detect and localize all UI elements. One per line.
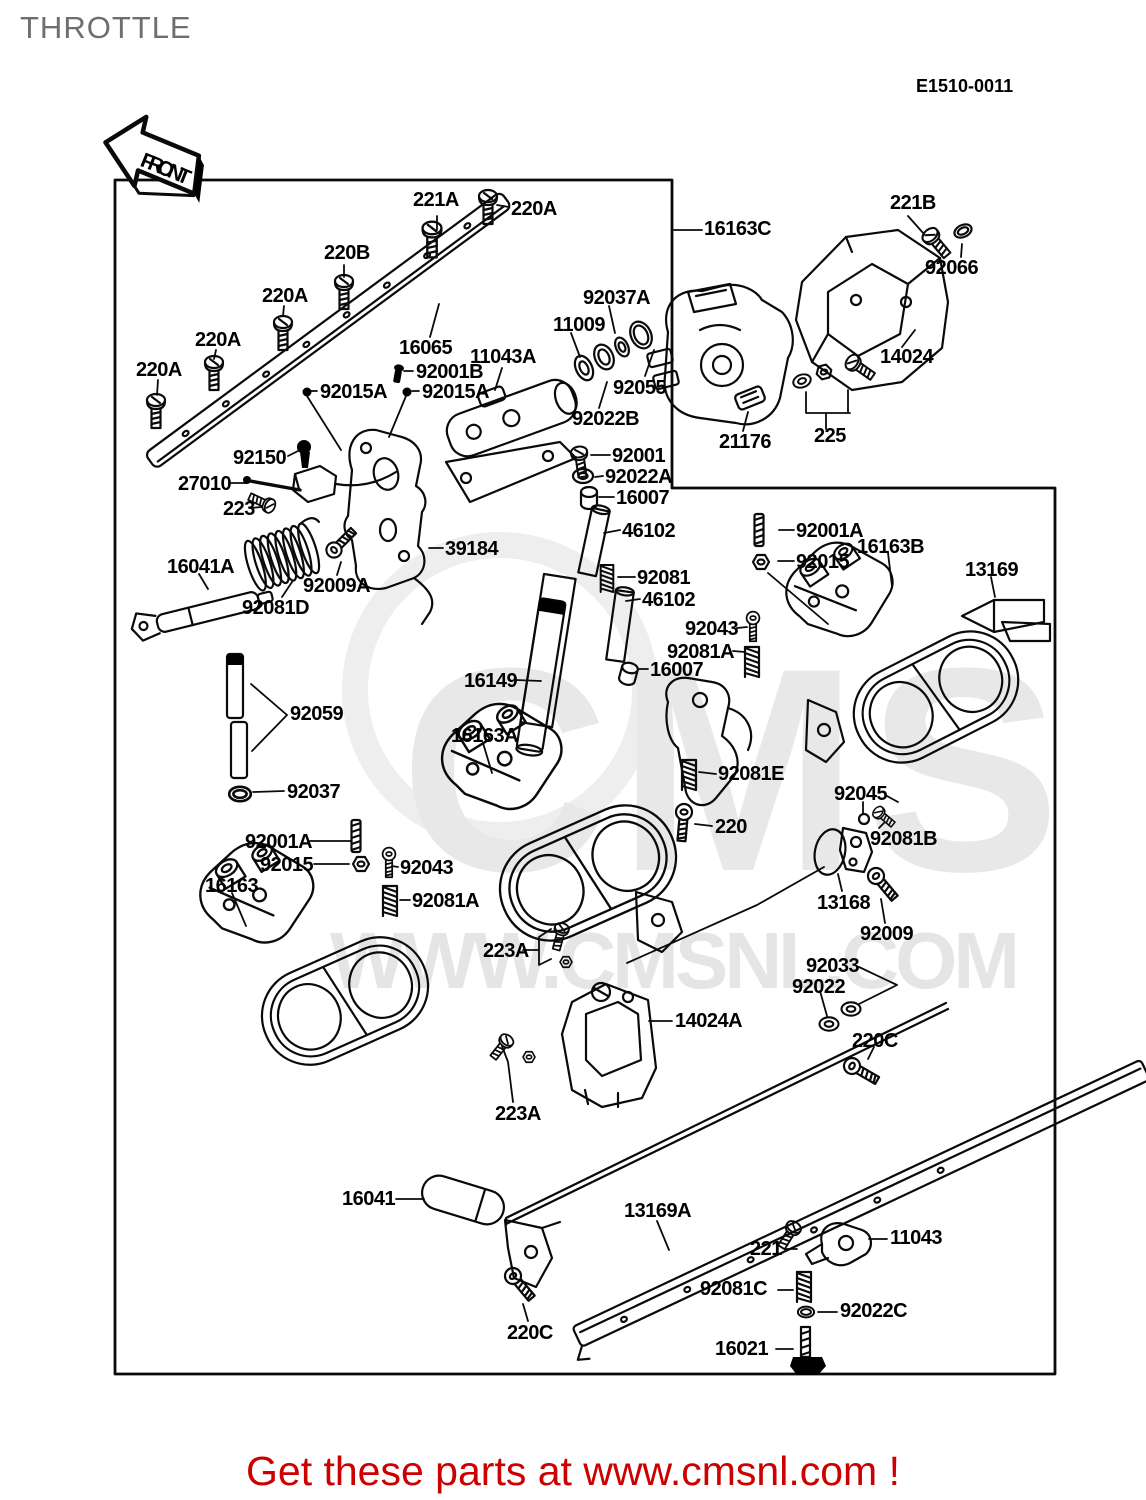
spring-92081a-icon <box>381 884 399 918</box>
screw-220a-icon <box>272 314 294 352</box>
oring-92066-icon <box>951 220 975 242</box>
stud-92001a-icon <box>753 512 765 548</box>
bolt-220c-icon <box>500 1263 539 1305</box>
cable-holder-drawing <box>444 378 578 504</box>
stud-92001a-icon <box>350 818 362 854</box>
page-title: THROTTLE <box>20 10 192 45</box>
bolt-92043-icon <box>381 846 397 879</box>
washer-chain-drawing <box>573 320 653 382</box>
washer-92022-icon <box>818 1016 840 1032</box>
link-rod-drawing <box>960 598 1052 643</box>
breather-tube-drawing <box>515 572 577 757</box>
upper-rail-drawing <box>145 192 511 468</box>
oring-92022c-icon <box>796 1305 816 1319</box>
vent-tubes-drawing <box>225 652 253 803</box>
cam-bracket-drawing <box>813 826 874 876</box>
watermark-site-text: WWW.CMSNL.COM <box>330 916 1020 1005</box>
ball-92045-icon <box>857 812 871 826</box>
long-rod-drawing <box>504 1001 950 1227</box>
throttle-lever-center <box>634 890 684 954</box>
screw-220b-icon <box>333 273 355 311</box>
diagram-code: E1510-0011 <box>916 76 1014 96</box>
nut-223a-icon <box>522 1050 536 1064</box>
bolt-220c-icon <box>839 1053 883 1089</box>
throttle-rod-drawing <box>130 590 274 642</box>
adjust-screw-16021-drawing <box>790 1325 826 1375</box>
screw-220a-icon <box>145 392 167 430</box>
lower-rail-drawing <box>572 1059 1146 1361</box>
adjuster-stack-drawing <box>569 444 641 688</box>
footer-link[interactable]: Get these parts at www.cmsnl.com ! <box>246 1448 900 1494</box>
linkage-bracket-drawing <box>343 428 434 626</box>
nut-92015-icon <box>351 855 371 873</box>
sensor-cover-drawing <box>794 228 950 392</box>
link-cover-drawing <box>560 981 658 1109</box>
choke-bracket-drawing <box>665 676 753 807</box>
return-spring-drawing <box>243 517 321 592</box>
watermark: CMS WWW.CMSNL.COM <box>330 532 1060 1005</box>
pin-92015a-icon <box>302 387 312 397</box>
cable-bracket-drawing <box>243 440 398 516</box>
throttle-sensor-drawing <box>646 282 794 426</box>
pin-92015a-icon <box>402 387 412 397</box>
rod-clamp-drawing <box>804 1222 872 1267</box>
throttle-lever-right <box>804 698 846 764</box>
diagram-border <box>113 178 1057 1376</box>
grip-end-drawing <box>420 1174 562 1289</box>
throttle-body-left-block <box>189 829 326 958</box>
screw-92001b-icon <box>393 364 404 384</box>
nut-92015-icon <box>751 553 771 571</box>
screw-221a-icon <box>421 220 443 259</box>
fastener-set-225-drawing <box>790 351 879 391</box>
watermark-swirl <box>342 532 658 848</box>
diagram-drawing: FRONT <box>103 114 1146 1376</box>
front-arrow: FRONT <box>103 114 204 204</box>
spring-92081c-icon <box>795 1270 813 1304</box>
screw-220a-icon <box>203 354 225 392</box>
